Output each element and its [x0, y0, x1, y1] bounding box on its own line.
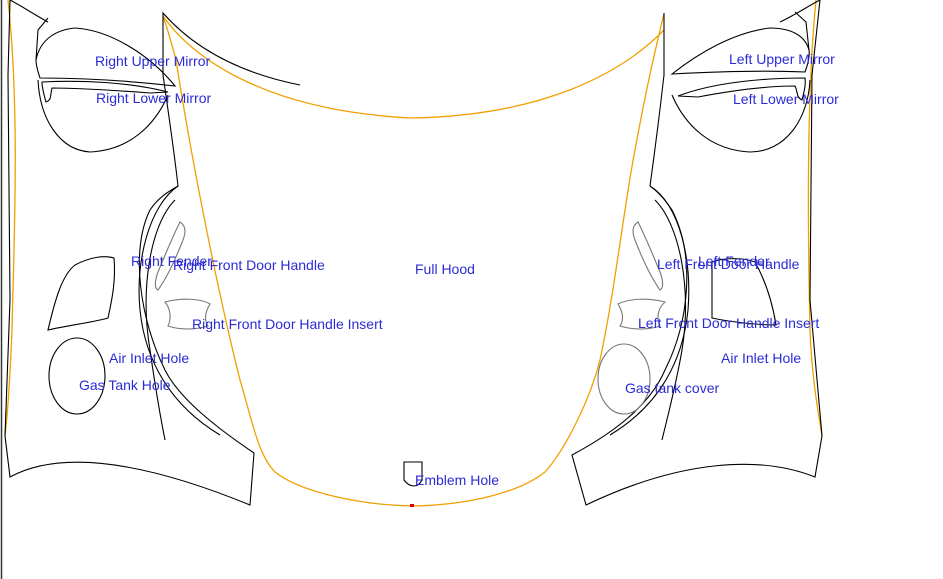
gas-tank-hole-shape[interactable] — [48, 337, 106, 415]
label-right-front-door-handle: Right Front Door Handle — [173, 257, 325, 273]
label-left-lower-mirror: Left Lower Mirror — [733, 91, 839, 107]
label-right-front-door-handle-insert: Right Front Door Handle Insert — [192, 316, 383, 332]
left-front-door-handle-shape[interactable] — [632, 221, 664, 291]
right-mirror-base — [37, 79, 169, 153]
left-fender-inner-strip — [654, 199, 687, 441]
left-fender-outer-top — [779, 0, 821, 23]
label-right-air-inlet-hole: Air Inlet Hole — [109, 350, 189, 366]
label-left-front-door-handle: Left Front Door Handle — [657, 256, 800, 272]
right-mirror-stalk — [35, 17, 49, 61]
label-full-hood: Full Hood — [415, 261, 475, 277]
left-mirror-base — [671, 79, 811, 153]
left-air-inlet-hole-shape[interactable] — [711, 258, 777, 326]
label-right-upper-mirror: Right Upper Mirror — [95, 53, 210, 69]
right-front-door-handle-shape[interactable] — [154, 221, 186, 291]
left-wheel-arch-inner — [609, 185, 690, 436]
label-left-upper-mirror: Left Upper Mirror — [729, 51, 835, 67]
label-left-front-door-handle-insert: Left Front Door Handle Insert — [638, 315, 819, 331]
label-left-fender: Left Fender — [698, 253, 770, 269]
right-wheel-arch-inner — [138, 185, 221, 436]
right-fender-panel[interactable] — [4, 0, 301, 506]
label-gas-tank-cover: Gas tank cover — [625, 380, 719, 396]
label-right-lower-mirror: Right Lower Mirror — [96, 90, 211, 106]
left-upper-mirror-shape[interactable] — [670, 27, 810, 75]
label-right-fender: Right Fender — [131, 253, 212, 269]
left-lower-mirror-shape[interactable] — [677, 77, 806, 101]
left-front-door-handle-insert-shape[interactable] — [617, 298, 667, 330]
right-lower-mirror-shape[interactable] — [41, 80, 169, 103]
right-side-edge — [4, 0, 16, 437]
right-upper-mirror-shape[interactable] — [35, 27, 177, 87]
hood-top-arc — [162, 15, 665, 119]
left-fender-panel[interactable] — [571, 0, 823, 506]
gas-tank-cover-shape[interactable] — [597, 343, 651, 415]
right-fender-inner-strip — [145, 199, 176, 441]
origin-marker — [410, 504, 414, 507]
right-front-door-handle-insert-shape[interactable] — [164, 298, 211, 330]
label-gas-tank-hole: Gas Tank Hole — [79, 377, 171, 393]
left-mirror-stalk — [794, 11, 810, 51]
left-side-edge — [807, 0, 823, 437]
label-left-air-inlet-hole: Air Inlet Hole — [721, 350, 801, 366]
label-emblem-hole: Emblem Hole — [415, 472, 499, 488]
right-air-inlet-hole-shape[interactable] — [47, 256, 116, 331]
right-fender-outer-top — [9, 0, 49, 23]
emblem-hole-shape[interactable] — [403, 461, 423, 487]
